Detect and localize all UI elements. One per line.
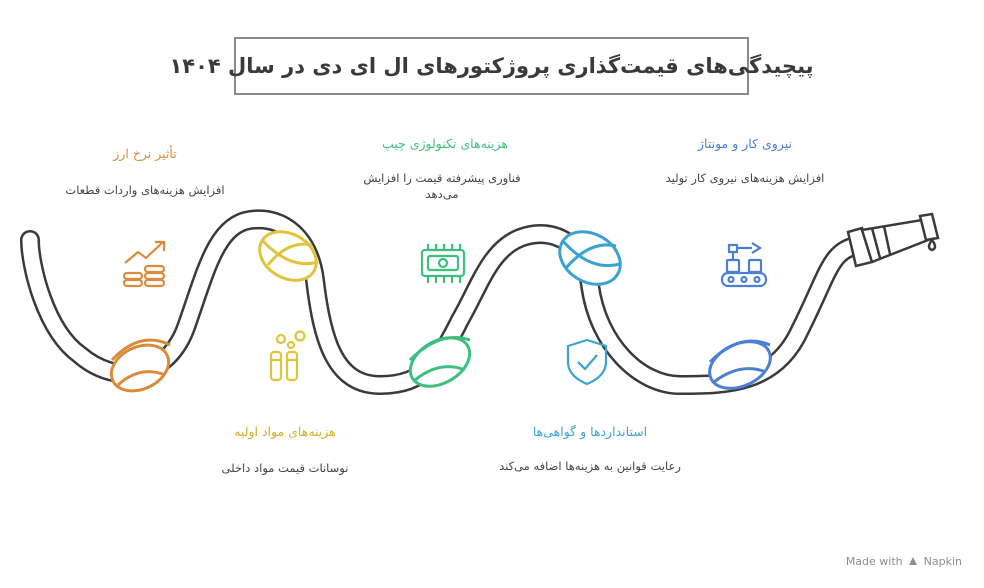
coins-rising-icon	[122, 240, 166, 288]
step-1-heading-text: تأثیر نرخ ارز	[113, 146, 177, 161]
step-1-description: افزایش هزینه‌های واردات قطعات	[65, 183, 225, 197]
knot-yellow	[258, 230, 319, 282]
raw-materials-icon	[269, 330, 306, 382]
assembly-line-icon	[720, 242, 768, 288]
made-with-napkin[interactable]: Made with Napkin	[846, 555, 962, 568]
shield-check-icon	[566, 338, 608, 386]
step-4-heading: استانداردها و گواهی‌ها	[490, 424, 690, 439]
knot-green	[408, 336, 472, 388]
step-3-heading-text: هزینه‌های تکنولوژی چیپ	[381, 136, 509, 151]
step-3-description: فناوری پیشرفته قیمت را افزایش می‌دهد	[363, 171, 521, 201]
nozzle-icon	[846, 212, 940, 268]
step-4-heading-text: استانداردها و گواهی‌ها	[532, 424, 648, 439]
made-with-text: Made with	[845, 555, 903, 568]
step-5-description: افزایش هزینه‌های نیروی کار تولید	[665, 171, 825, 185]
step-5-heading: نیروی کار و مونتاژ	[660, 136, 830, 151]
step-4-description: رعایت قوانین به هزینه‌ها اضافه می‌کند	[499, 459, 681, 473]
napkin-logo-icon	[908, 556, 918, 566]
step-2-heading-text: هزینه‌های مواد اولیه	[234, 424, 336, 439]
knot-orange	[109, 338, 171, 393]
brand-text: Napkin	[923, 555, 962, 568]
step-2-description: نوسانات قیمت مواد داخلی	[221, 461, 349, 475]
page-title: پیچیدگی‌های قیمت‌گذاری پروژکتورهای ال ای…	[169, 54, 814, 78]
step-3-heading: هزینه‌های تکنولوژی چیپ	[345, 136, 545, 151]
knot-blue	[708, 339, 772, 390]
step-5-heading-text: نیروی کار و مونتاژ	[698, 136, 792, 151]
step-1-heading: تأثیر نرخ ارز	[60, 146, 230, 161]
step-2-heading: هزینه‌های مواد اولیه	[200, 424, 370, 439]
chip-icon	[420, 244, 466, 283]
knot-cyan	[558, 230, 622, 286]
title-box: پیچیدگی‌های قیمت‌گذاری پروژکتورهای ال ای…	[169, 37, 814, 95]
